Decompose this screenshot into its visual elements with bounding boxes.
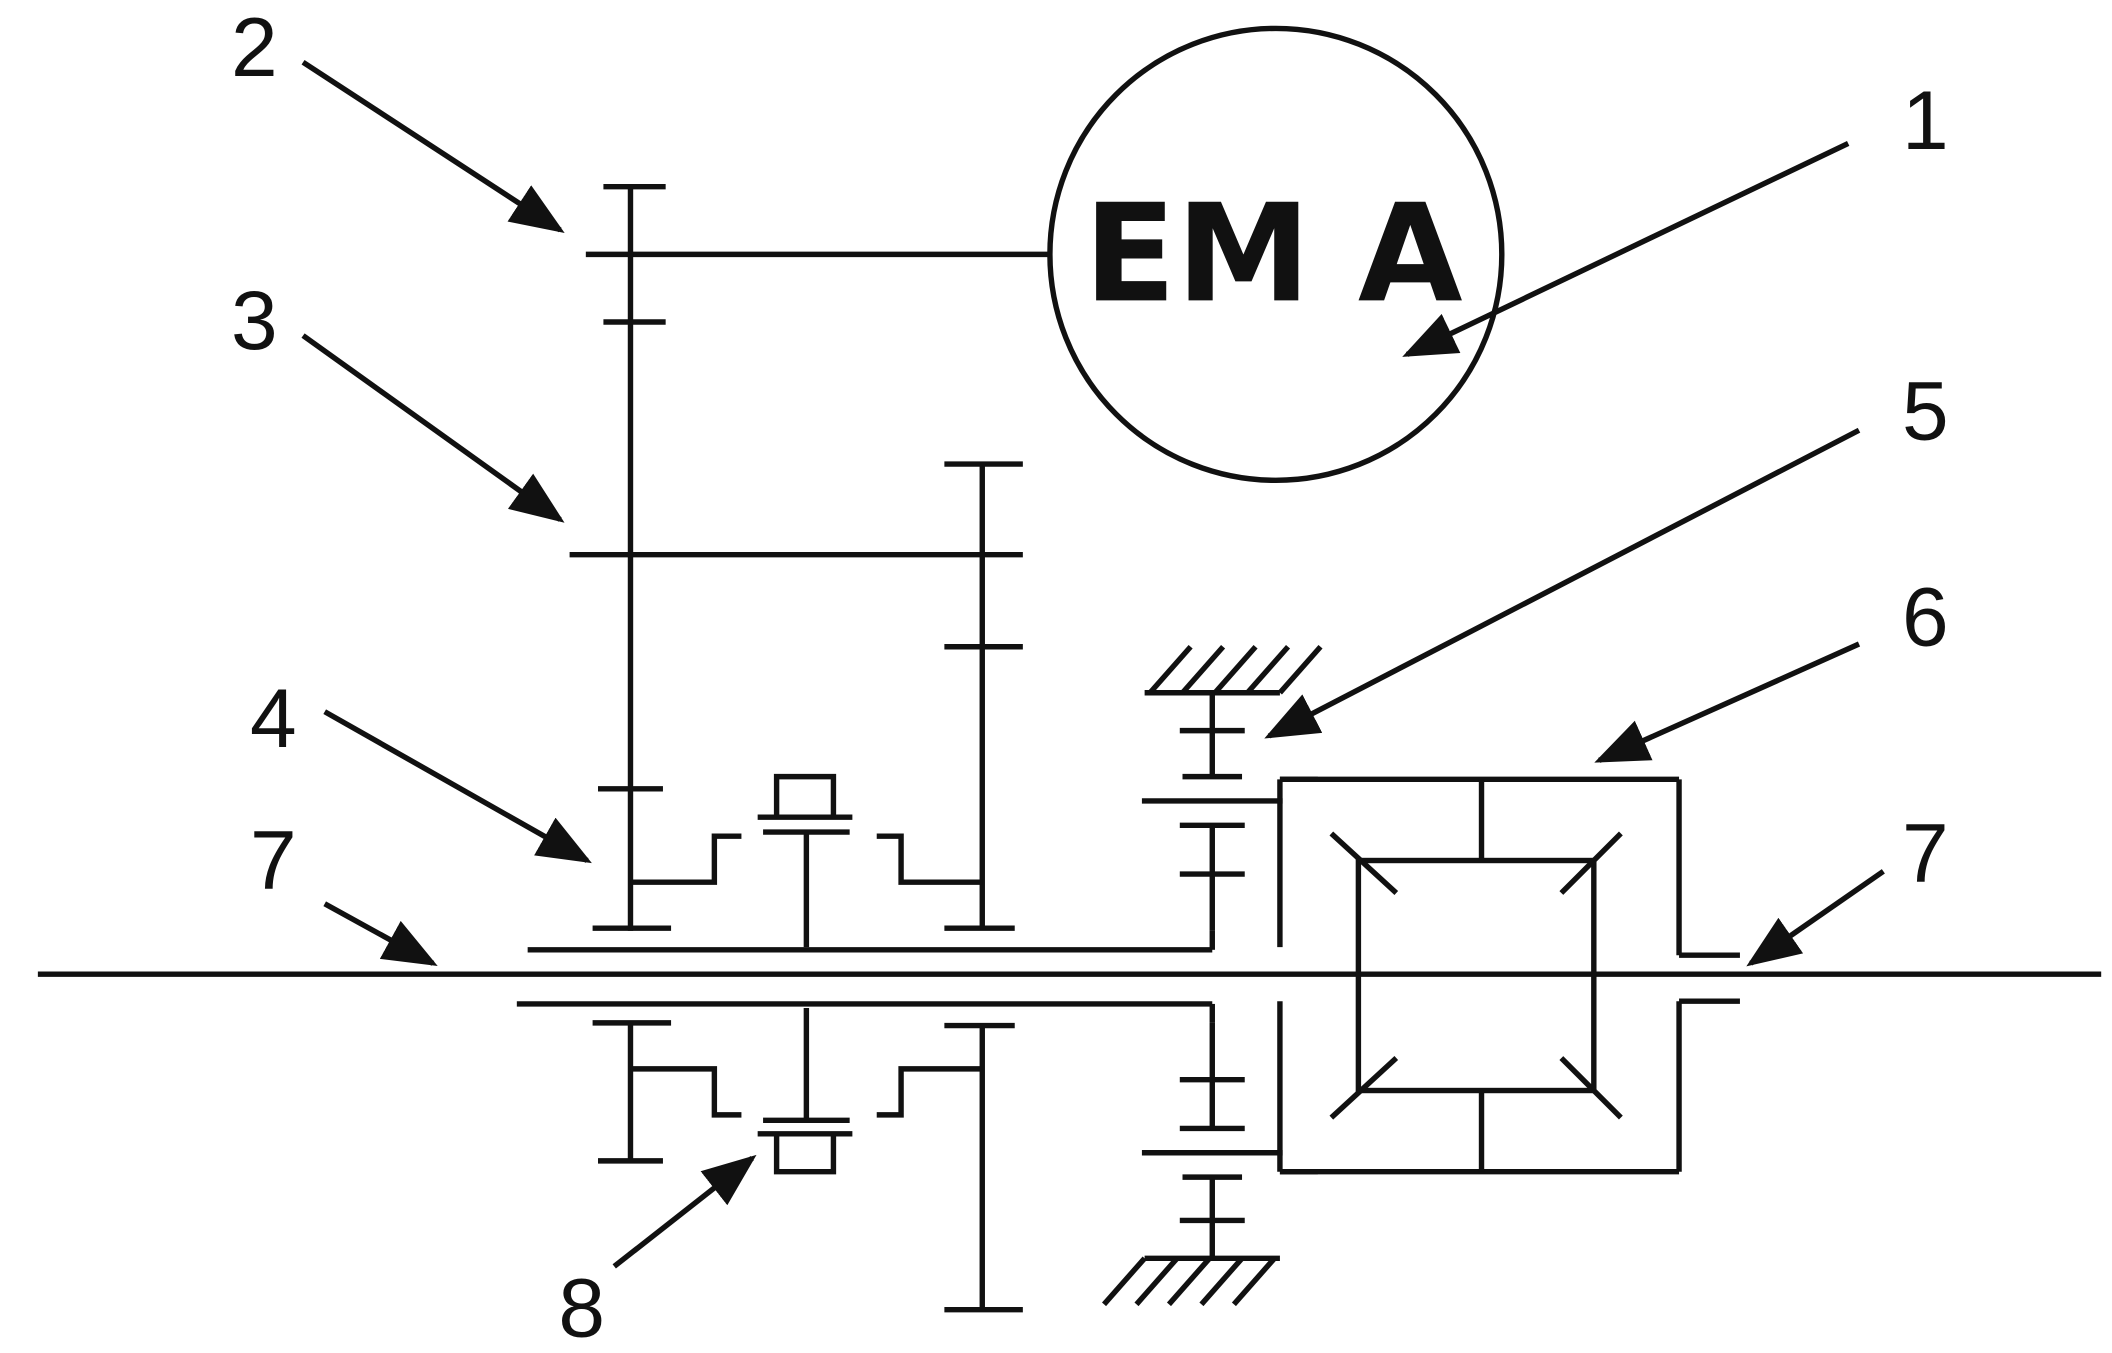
callout-7-right: 7 (1746, 806, 1949, 967)
callout-5: 5 (1264, 364, 1949, 739)
callout-2: 2 (231, 0, 565, 233)
upper-gear-set (592, 786, 983, 931)
countershaft (569, 461, 1023, 931)
main-shaft (37, 930, 2102, 1023)
callout-3: 3 (231, 273, 565, 523)
motor-label: EM A (1084, 174, 1463, 332)
differential (1277, 776, 1740, 1175)
callout-6: 6 (1594, 569, 1949, 763)
planetary-gear-lower (1102, 1022, 1283, 1307)
callout-label-6: 6 (1902, 569, 1949, 663)
callout-label-1: 1 (1902, 73, 1949, 167)
callout-label-5: 5 (1902, 364, 1949, 458)
callout-label-7-right: 7 (1902, 806, 1949, 900)
callout-label-4: 4 (250, 671, 297, 765)
callout-label-7-left: 7 (250, 813, 297, 907)
synchronizer-clutch (757, 773, 853, 1175)
callout-label-8: 8 (558, 1261, 605, 1353)
callout-1: 1 (1402, 73, 1949, 357)
callout-7-left: 7 (250, 813, 438, 966)
motor-shaft-gear (585, 184, 1050, 931)
planetary-gear-upper (1141, 644, 1323, 931)
callout-label-2: 2 (231, 0, 278, 94)
callout-8: 8 (558, 1154, 757, 1353)
callout-label-3: 3 (231, 273, 278, 367)
callout-4: 4 (250, 671, 592, 864)
differential-cage (1355, 857, 1597, 1094)
electric-machine-a: EM A (1047, 25, 1505, 484)
lower-gear-set (592, 1020, 1023, 1313)
